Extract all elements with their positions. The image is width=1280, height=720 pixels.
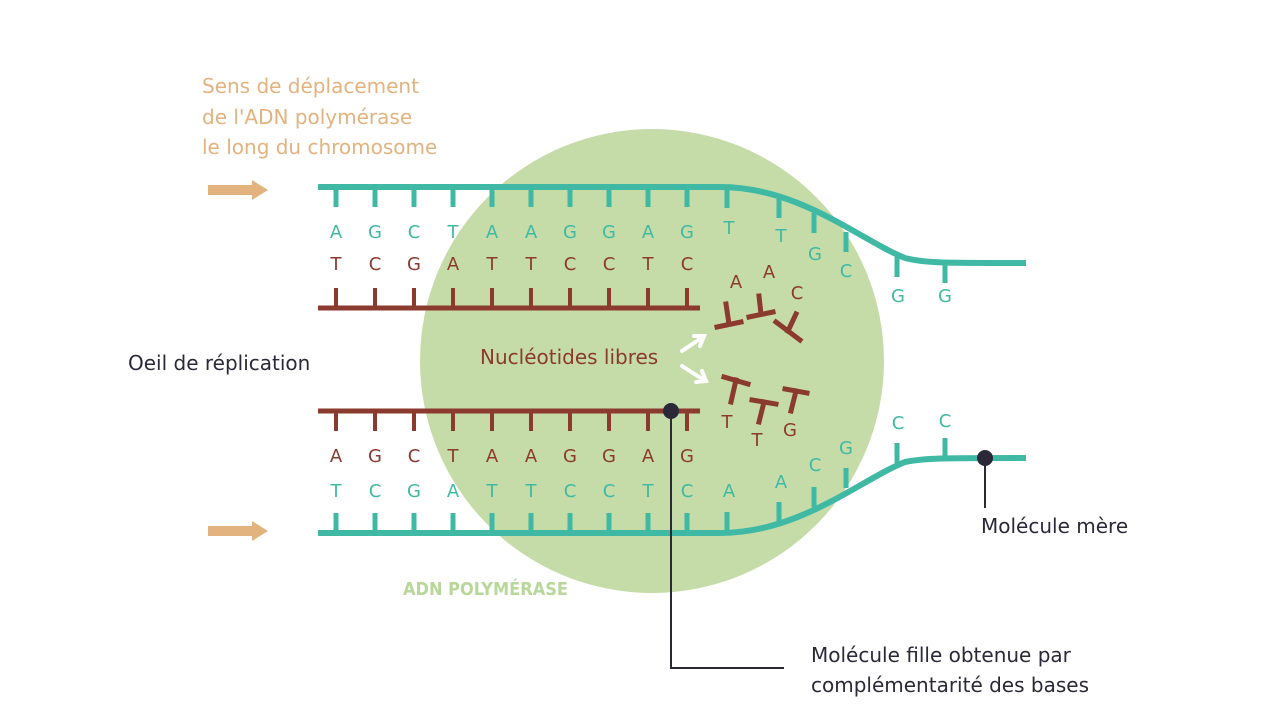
top-outer-base: G [602, 222, 616, 243]
top-daughter-rungs [334, 288, 689, 308]
bottom-outer-base: C [809, 455, 822, 476]
top-outer-base: G [680, 222, 694, 243]
top-inner-base: C [564, 254, 577, 275]
bottom-outer-base: A [775, 472, 788, 493]
bottom-outer-base: T [642, 481, 655, 502]
free-base: T [751, 430, 764, 451]
direction-arrow-bottom [208, 521, 268, 541]
bottom-inner-base: A [486, 446, 499, 467]
top-outer-base: C [840, 261, 853, 282]
bottom-inner-base: A [525, 446, 538, 467]
free-nucleotides-upper [714, 293, 804, 344]
replication-eye-label: Oeil de réplication [128, 351, 310, 375]
bottom-inner-base: G [602, 446, 616, 467]
top-inner-base: T [525, 254, 538, 275]
top-outer-base: G [938, 286, 952, 307]
top-inner-base: T [330, 254, 343, 275]
polymerase-label: ADN POLYMÉRASE [403, 578, 568, 600]
top-parent-strand [318, 184, 1027, 266]
direction-arrow-top [208, 180, 268, 200]
polymerase-circle [420, 129, 884, 593]
bottom-inner-base: G [563, 446, 577, 467]
top-inner-base: T [486, 254, 499, 275]
bottom-outer-base: C [681, 481, 694, 502]
bottom-outer-base: T [330, 481, 343, 502]
bottom-parent-strand [318, 455, 1027, 536]
bottom-outer-base: C [369, 481, 382, 502]
bottom-inner-base: G [680, 446, 694, 467]
bottom-outer-base: C [564, 481, 577, 502]
bottom-outer-base: T [486, 481, 499, 502]
bottom-inner-base: A [642, 446, 655, 467]
free-nucleotide [749, 397, 779, 426]
free-nucleotides-arrow-down [680, 364, 709, 384]
free-nucleotide [720, 373, 752, 405]
free-nucleotides-arrow-up [680, 334, 707, 353]
free-base: G [783, 420, 797, 441]
top-parent-rungs [333, 187, 948, 283]
direction-label-line-3: le long du chromosome [202, 135, 437, 159]
top-inner-base: C [681, 254, 694, 275]
bottom-outer-base: A [447, 481, 460, 502]
top-outer-base: G [891, 286, 905, 307]
top-outer-base: A [330, 222, 343, 243]
bottom-outer-base: C [939, 411, 952, 432]
bottom-parent-rungs [333, 438, 948, 533]
top-inner-base: A [447, 254, 460, 275]
top-outer-base: G [368, 222, 382, 243]
top-inner-base: G [407, 254, 421, 275]
bottom-inner-base: C [408, 446, 421, 467]
daughter-pointer [663, 403, 784, 669]
bottom-outer-sequence: T C G A T T C C T C A A C G C C [330, 411, 952, 502]
free-nucleotide [782, 386, 810, 415]
bottom-outer-base: A [723, 481, 736, 502]
top-outer-base: G [808, 244, 822, 265]
bottom-inner-base: A [330, 446, 343, 467]
bottom-inner-sequence: A G C T A A G G A G [330, 446, 694, 467]
daughter-molecule-label-line-2: complémentarité des bases [811, 673, 1089, 697]
top-outer-base: T [775, 226, 788, 247]
free-nucleotide [714, 301, 744, 330]
free-nucleotide [772, 310, 804, 344]
top-inner-sequence: T C G A T T C C T C [330, 254, 694, 275]
free-base: A [763, 262, 776, 283]
bottom-outer-base: T [525, 481, 538, 502]
daughter-molecule-label-line-1: Molécule fille obtenue par [811, 643, 1072, 667]
top-outer-base: A [486, 222, 499, 243]
parent-pointer [977, 450, 993, 508]
top-outer-base: T [447, 222, 460, 243]
bottom-outer-base: C [603, 481, 616, 502]
top-outer-base: A [642, 222, 655, 243]
free-base: T [721, 412, 734, 433]
top-outer-base: A [525, 222, 538, 243]
bottom-inner-base: T [447, 446, 460, 467]
top-outer-base: T [723, 218, 736, 239]
free-nucleotides-lower [720, 373, 810, 426]
top-inner-base: T [642, 254, 655, 275]
direction-label-line-1: Sens de déplacement [202, 74, 419, 98]
free-base: C [791, 283, 804, 304]
bottom-outer-base: C [892, 413, 905, 434]
top-inner-base: C [603, 254, 616, 275]
free-nucleotide [746, 293, 776, 320]
free-base: A [730, 272, 743, 293]
bottom-outer-base: G [407, 481, 421, 502]
parent-molecule-label: Molécule mère [981, 514, 1128, 538]
direction-label-line-2: de l'ADN polymérase [202, 105, 412, 129]
top-outer-base: G [563, 222, 577, 243]
free-nucleotides-label: Nucléotides libres [480, 345, 658, 369]
top-outer-sequence: A G C T A A G G A G T T G C G G [330, 218, 952, 307]
top-outer-base: C [408, 222, 421, 243]
bottom-daughter-rungs [334, 411, 689, 431]
top-inner-base: C [369, 254, 382, 275]
bottom-inner-base: G [368, 446, 382, 467]
bottom-outer-base: G [839, 438, 853, 459]
